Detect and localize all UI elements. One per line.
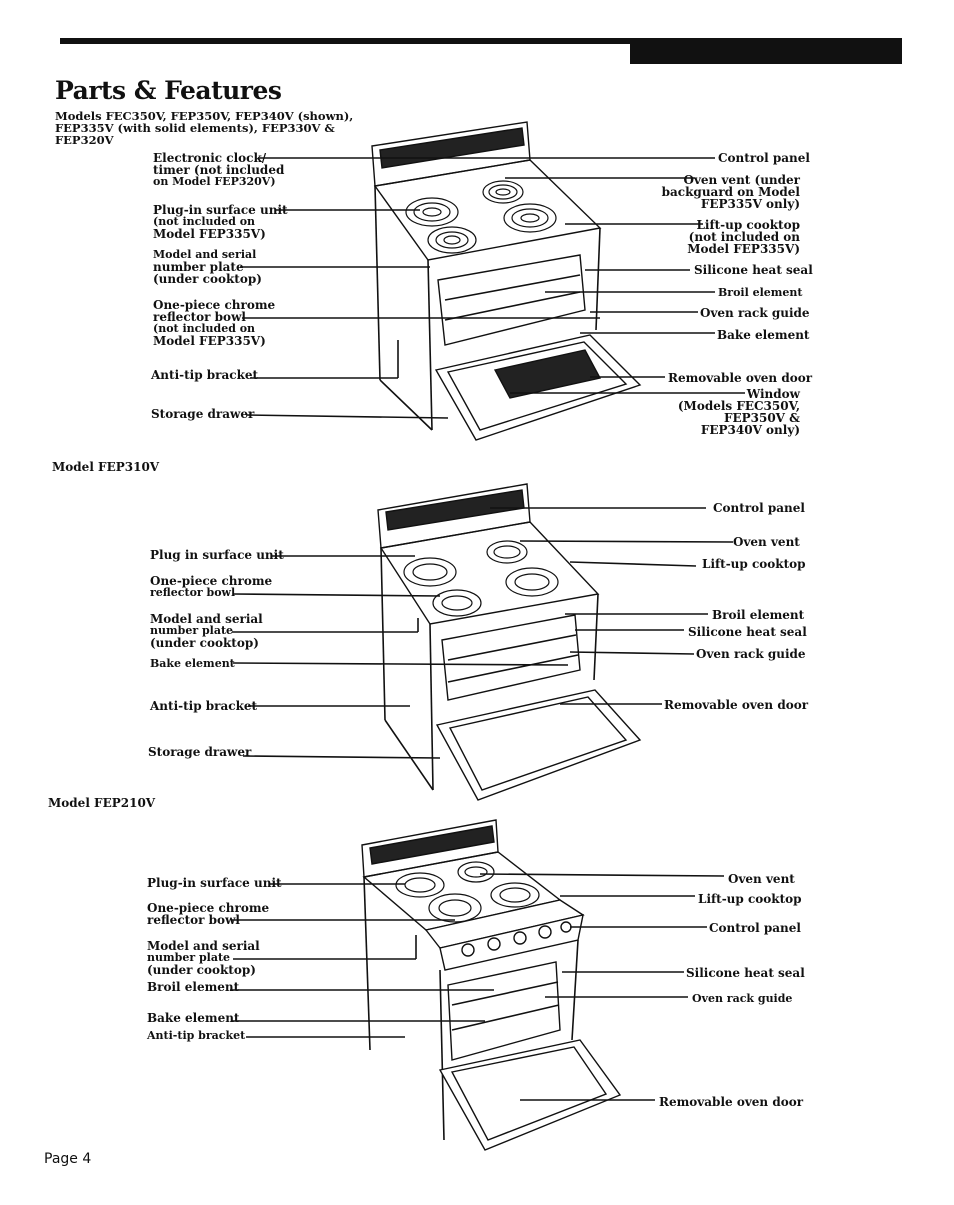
label-model-serial-plate-2: Model and serial number plate (under coo…: [150, 612, 263, 650]
label-reflector-bowl: One-piece chrome reflector bowl (not inc…: [153, 298, 276, 348]
label-bake-element: Bake element: [717, 328, 810, 342]
header-rule-bar: [630, 44, 902, 64]
label-oven-rack-guide: Oven rack guide: [700, 306, 810, 320]
label-lift-up-cooktop: Lift-up cooktop (not included on Model F…: [687, 218, 800, 256]
label-removable-oven-door-3: Removable oven door: [659, 1095, 804, 1109]
label-bake-element-2: Bake element: [150, 657, 235, 670]
label-oven-rack-guide-2: Oven rack guide: [696, 647, 806, 661]
page-number: Page 4: [44, 1151, 92, 1167]
label-plugin-surface-unit: Plug-in surface unit (not included on Mo…: [153, 203, 288, 241]
label-anti-tip-bracket: Anti-tip bracket: [151, 368, 259, 382]
label-oven-rack-guide-3: Oven rack guide: [692, 992, 793, 1005]
label-control-panel: Control panel: [718, 151, 810, 165]
label-control-panel-2: Control panel: [713, 501, 805, 515]
leader-lines-1: [240, 157, 745, 419]
header-rule: [60, 38, 902, 44]
label-bake-element-3: Bake element: [147, 1011, 240, 1025]
label-reflector-bowl-3: One-piece chrome reflector bowl: [147, 901, 270, 927]
page-title: Parts & Features: [55, 76, 282, 105]
page-subtitle: Models FEC350V, FEP350V, FEP340V (shown)…: [55, 109, 354, 147]
label-storage-drawer: Storage drawer: [151, 407, 255, 421]
label-electronic-clock: Electronic clock/ timer (not included on…: [153, 151, 285, 188]
label-lift-up-cooktop-3: Lift-up cooktop: [698, 892, 802, 906]
label-oven-vent-2: Oven vent: [733, 535, 800, 549]
label-silicone-heat-seal-2: Silicone heat seal: [688, 625, 807, 639]
range-illustration-2: [377, 483, 642, 801]
model-fep310v-label: Model FEP310V: [52, 460, 160, 474]
label-broil-element-2: Broil element: [712, 608, 805, 622]
label-model-serial-plate: Model and serial number plate (under coo…: [153, 248, 262, 286]
label-plugin-surface-unit-3: Plug-in surface unit: [147, 876, 282, 890]
label-control-panel-3: Control panel: [709, 921, 801, 935]
label-reflector-bowl-2: One-piece chrome reflector bowl: [150, 574, 273, 599]
label-oven-vent-3: Oven vent: [728, 872, 795, 886]
label-window: Window (Models FEC350V, FEP350V & FEP340…: [677, 387, 800, 437]
label-removable-oven-door-2: Removable oven door: [664, 698, 809, 712]
label-lift-up-cooktop-2: Lift-up cooktop: [702, 557, 806, 571]
label-plugin-surface-unit-2: Plug in surface unit: [150, 548, 284, 562]
label-model-serial-plate-3: Model and serial number plate (under coo…: [147, 939, 260, 977]
label-silicone-heat-seal-3: Silicone heat seal: [686, 966, 805, 980]
label-anti-tip-bracket-3: Anti-tip bracket: [147, 1029, 246, 1042]
label-anti-tip-bracket-2: Anti-tip bracket: [150, 699, 258, 713]
label-broil-element-3: Broil element: [147, 980, 240, 994]
range-illustration-3: [361, 819, 622, 1151]
leader-lines-2: [232, 507, 734, 759]
label-oven-vent: Oven vent (under backguard on Model FEP3…: [661, 173, 800, 211]
label-silicone-heat-seal: Silicone heat seal: [694, 263, 813, 277]
label-storage-drawer-2: Storage drawer: [148, 745, 252, 759]
leader-lines-3: [230, 873, 725, 1101]
model-fep210v-label: Model FEP210V: [48, 796, 156, 810]
label-removable-oven-door: Removable oven door: [668, 371, 813, 385]
label-broil-element: Broil element: [718, 286, 803, 299]
